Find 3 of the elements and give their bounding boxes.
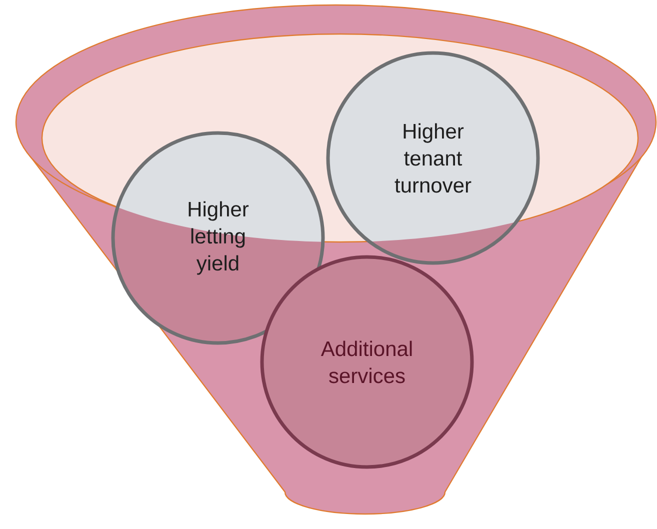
- circle-node: Additional services: [260, 255, 474, 469]
- circle-node: Higher letting yield: [111, 131, 325, 345]
- circle-node: Higher tenant turnover: [326, 51, 540, 265]
